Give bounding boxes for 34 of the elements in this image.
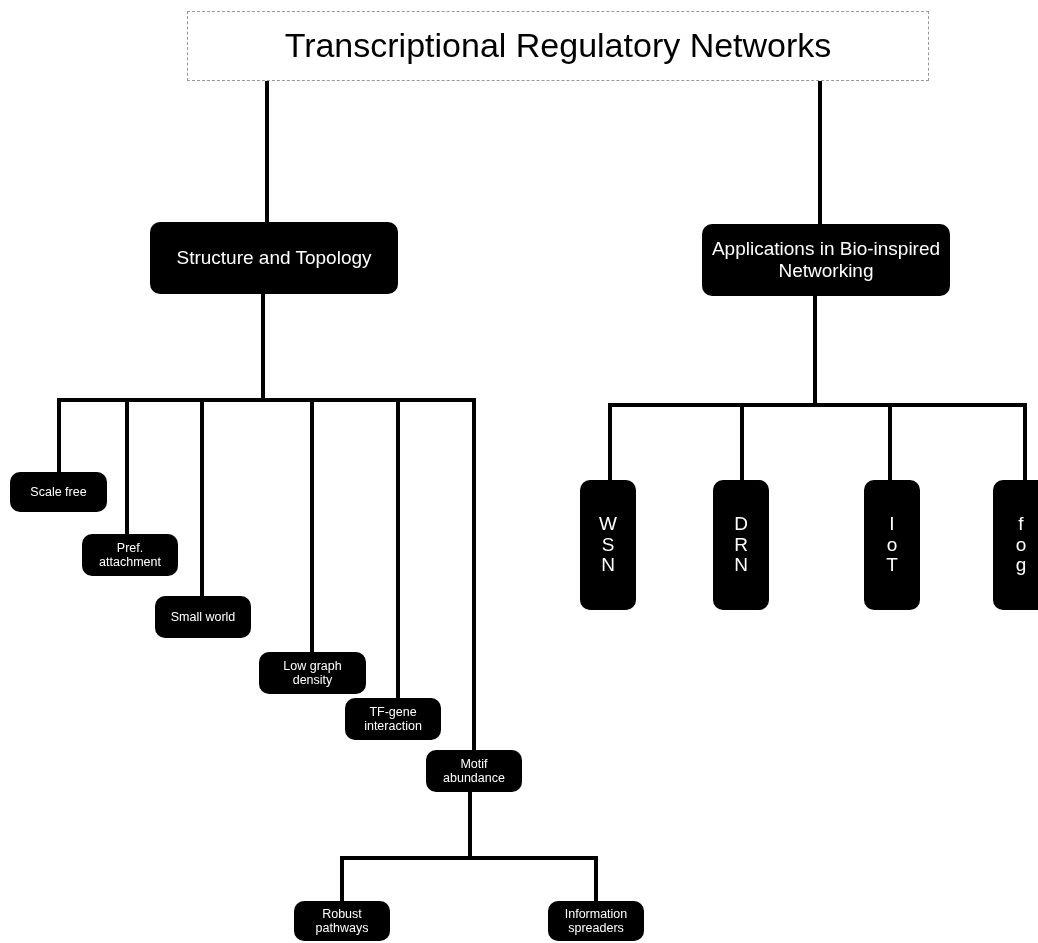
- application-box: [864, 480, 920, 610]
- node-label: Robust pathways: [314, 906, 370, 936]
- category-box: [150, 222, 398, 294]
- application-box: [580, 480, 636, 610]
- topic-box: [82, 534, 178, 576]
- application-box: [993, 480, 1038, 610]
- node-label: TF-gene interaction: [363, 704, 423, 734]
- node-label: Pref. attachment: [98, 540, 162, 570]
- connector-line: [813, 296, 1027, 480]
- connector-line: [818, 81, 822, 224]
- node-label: Applications in Bio-inspired Networking: [710, 238, 942, 282]
- connector-line: [265, 81, 269, 222]
- node-label: DRN: [734, 513, 748, 577]
- node-label: Transcriptional Regulatory Networks: [284, 26, 832, 66]
- node-label: Scale free: [30, 484, 87, 500]
- topic-box: [294, 901, 390, 941]
- node-label: Small world: [170, 609, 236, 625]
- node-label: IoT: [886, 513, 898, 577]
- topic-box: [10, 472, 107, 512]
- node-label: Information spreaders: [563, 906, 629, 936]
- topic-box: [155, 596, 251, 638]
- topic-box: [426, 750, 522, 792]
- application-box: [713, 480, 769, 610]
- node-label: WSN: [599, 513, 617, 577]
- node-label: Motif abundance: [442, 756, 506, 786]
- connector-line: [468, 792, 598, 901]
- node-label: Low graph density: [282, 658, 343, 688]
- title-box: [187, 11, 929, 81]
- topic-box: [548, 901, 644, 941]
- node-label: fog: [1015, 513, 1027, 577]
- category-box: [702, 224, 950, 296]
- topic-box: [259, 652, 366, 694]
- node-label: Structure and Topology: [176, 247, 372, 269]
- topic-box: [345, 698, 441, 740]
